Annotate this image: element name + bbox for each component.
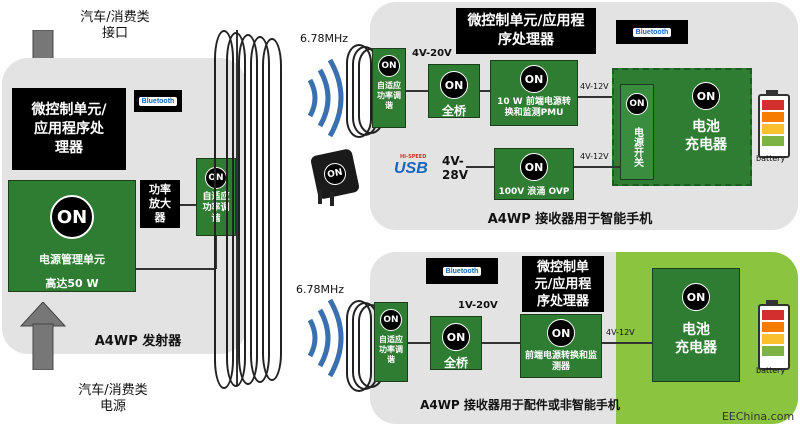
top-left-label: 汽车/消费类 接口 <box>80 10 150 41</box>
connector <box>574 166 620 168</box>
usb-speed: HI-SPEED <box>400 154 427 160</box>
connector <box>136 268 216 270</box>
freq-top: 6.78MHz <box>300 32 349 45</box>
on-semi-logo-icon: ON <box>692 82 720 110</box>
transmitter-title: A4WP 发射器 <box>94 334 182 349</box>
adapter-plug <box>330 192 334 206</box>
receiver-accessory-tuning: ON 自适应 功率调 谐 <box>374 302 408 382</box>
connector <box>406 90 428 92</box>
receiver-phone-pmu: ON 10 W 前端电源转 换和监测PMU <box>490 60 578 126</box>
voltage-out: 4V-12V <box>580 82 609 91</box>
on-semi-logo-icon: ON <box>682 283 710 311</box>
on-semi-logo-icon: ON <box>50 195 94 239</box>
power-amplifier: 功率 放大 器 <box>140 180 180 228</box>
battery-icon: battery <box>756 300 792 380</box>
on-semi-logo-icon: ON <box>520 153 548 181</box>
pmu-label: 前端电源转换和监 测器 <box>524 351 597 372</box>
adapter-plug <box>318 190 322 204</box>
arrow-up-icon <box>19 302 67 370</box>
bridge-label: 全桥 <box>443 356 468 370</box>
tuning-label: 自适应 功率调 谐 <box>377 81 401 110</box>
on-semi-logo-icon: ON <box>626 93 648 115</box>
on-semi-logo-icon: ON <box>380 309 402 331</box>
ovp-label: 100V 浪涌 OVP <box>498 187 570 197</box>
receiver-phone-title: A4WP 接收器用于智能手机 <box>487 212 653 227</box>
connector <box>180 204 196 206</box>
charger-label: 电池 充电器 <box>685 119 727 153</box>
voltage-in: 1V-20V <box>458 300 498 311</box>
receiver-accessory-title: A4WP 接收器用于配件或非智能手机 <box>420 398 620 412</box>
bluetooth-logo: Bluetooth <box>426 258 498 284</box>
connector <box>602 342 652 344</box>
pmu-power: 高达50 W <box>45 277 99 290</box>
pmu-label: 10 W 前端电源转 换和监测PMU <box>497 97 571 118</box>
battery-label: battery <box>756 154 786 163</box>
pmu-name: 电源管理单元 <box>39 253 105 266</box>
transmitter-pmu: ON 电源管理单元 高达50 W <box>8 180 136 292</box>
freq-bottom: 6.78MHz <box>296 283 345 296</box>
usb-label: USB <box>394 160 428 177</box>
on-semi-logo-icon: ON <box>321 160 349 188</box>
on-semi-logo-icon: ON <box>547 319 575 347</box>
receiver-accessory-charger: ON 电池 充电器 <box>652 268 740 382</box>
receiver-phone-bridge: ON 全桥 <box>428 64 480 118</box>
transmitter-mcu: 微控制单元/ 应用程序处 理器 <box>12 88 126 170</box>
battery-icon: battery <box>756 90 792 163</box>
surge-ovp: ON 100V 浪涌 OVP <box>494 148 574 200</box>
charger-label: 电池 充电器 <box>675 322 717 356</box>
switch-label: 电源开关 <box>631 127 643 167</box>
receiver-phone-charger: ON 电池 充电器 <box>664 72 748 182</box>
voltage-out: 4V-12V <box>606 328 635 337</box>
watermark: EEChina.com <box>721 410 795 423</box>
on-semi-logo-icon: ON <box>442 323 470 351</box>
connector <box>466 166 494 168</box>
connector <box>482 342 520 344</box>
receiver-accessory-mcu: 微控制单 元/应用程 序处理器 <box>522 256 604 312</box>
power-switch: ON 电源开关 <box>620 84 654 180</box>
on-semi-logo-icon: ON <box>440 71 468 99</box>
bluetooth-logo: Bluetooth <box>616 20 688 44</box>
on-semi-logo-icon: ON <box>378 55 400 77</box>
wireless-waves-icon <box>307 58 344 138</box>
connector <box>408 342 430 344</box>
bottom-left-label: 汽车/消费类 电源 <box>78 383 148 414</box>
battery-label: battery <box>756 366 786 375</box>
receiver-phone-mcu: 微控制单元/应用程 序处理器 <box>456 8 596 54</box>
connector <box>578 96 620 98</box>
voltage-in: 4V-20V <box>412 48 452 59</box>
receiver-accessory-bridge: ON 全桥 <box>430 316 482 370</box>
on-semi-logo-icon: ON <box>520 65 548 93</box>
transmitter-coil <box>262 38 282 381</box>
wireless-waves-icon <box>307 298 344 378</box>
usb-voltage: 4V- 28V <box>442 154 468 182</box>
receiver-phone-tuning: ON 自适应 功率调 谐 <box>372 48 406 128</box>
voltage-out: 4V-12V <box>580 152 609 161</box>
bluetooth-logo: Bluetooth <box>134 90 182 112</box>
usb-logo: HI-SPEED USB <box>390 154 434 182</box>
connector <box>480 90 490 92</box>
receiver-accessory-pmu: ON 前端电源转换和监 测器 <box>520 314 602 378</box>
bridge-label: 全桥 <box>441 104 466 118</box>
tuning-label: 自适应 功率调 谐 <box>379 335 403 364</box>
